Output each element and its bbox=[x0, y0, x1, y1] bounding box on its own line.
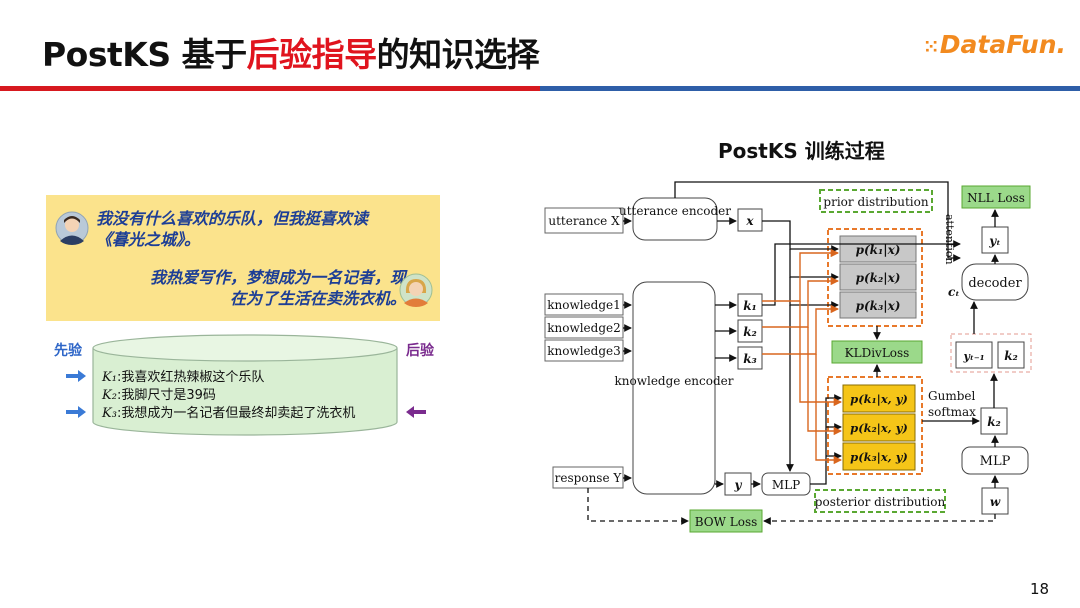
knowledge-var-1: K₁ bbox=[102, 370, 117, 385]
knowledge-item-1: K₁:我喜欢红热辣椒这个乐队 bbox=[102, 366, 264, 385]
title-prefix: PostKS 基于 bbox=[42, 35, 247, 74]
dialogue-panel bbox=[46, 195, 440, 321]
orange-arrows bbox=[762, 248, 843, 465]
responder-avatar-icon bbox=[399, 273, 433, 307]
gumbel-label-1: Gumbel bbox=[928, 389, 975, 403]
k2-decoder-input-box bbox=[997, 341, 1025, 369]
k3-vector-label: k₃ bbox=[743, 352, 757, 366]
logo-text: DataFun. bbox=[939, 30, 1066, 59]
knowledge1-label: knowledge1 bbox=[547, 298, 621, 312]
posterior-prob-1-label: p(k₁|x, y) bbox=[850, 392, 908, 406]
prior-prob-1 bbox=[839, 235, 917, 263]
w-label: w bbox=[990, 495, 1001, 509]
prior-prob-3-label: p(k₃|x) bbox=[856, 299, 901, 313]
mlp-right-label: MLP bbox=[980, 454, 1011, 469]
k2-vector-label: k₂ bbox=[743, 325, 757, 339]
prior-prob-2 bbox=[839, 263, 917, 291]
utterance-input-label: utterance X bbox=[548, 214, 620, 228]
decoder-label: decoder bbox=[968, 276, 1022, 291]
bow-dashed-arrows bbox=[587, 488, 996, 525]
k2-vector-box bbox=[737, 319, 763, 343]
nll-loss-label: NLL Loss bbox=[967, 191, 1025, 205]
posterior-prob-3 bbox=[842, 442, 916, 471]
knowledge-text-3: :我想成为一名记者但最终却卖起了洗衣机 bbox=[116, 406, 356, 421]
posterior-prob-2-label: p(k₂|x, y) bbox=[850, 421, 908, 435]
datafun-logo: ⁙DataFun. bbox=[924, 30, 1066, 59]
header-rule-red bbox=[0, 86, 540, 91]
posterior-prob-3-label: p(k₃|x, y) bbox=[850, 450, 908, 464]
knowledge-encoder-box bbox=[632, 281, 716, 495]
utterance-input-box bbox=[544, 207, 624, 234]
x-vector-box bbox=[737, 208, 763, 232]
yt-label: yₜ bbox=[988, 234, 1000, 248]
posterior-arrow-icon bbox=[406, 406, 426, 418]
y-t-minus-1-box bbox=[955, 341, 993, 369]
header-rule-blue bbox=[540, 86, 1080, 91]
mlp-left-label: MLP bbox=[772, 478, 800, 492]
kl-div-loss-box bbox=[831, 340, 923, 364]
page-number: 18 bbox=[1030, 580, 1050, 598]
y-vector-label: y bbox=[734, 478, 743, 492]
knowledge2-label: knowledge2 bbox=[547, 321, 621, 335]
title-suffix: 的知识选择 bbox=[376, 35, 540, 74]
slide-title: PostKS 基于后验指导的知识选择 bbox=[42, 28, 540, 76]
knowledge3-label: knowledge3 bbox=[547, 344, 621, 358]
knowledge-var-2: K₂ bbox=[102, 388, 117, 403]
prior-prob-2-label: p(k₂|x) bbox=[856, 271, 901, 285]
knowledge-item-2: K₂:我脚尺寸是39码 bbox=[102, 384, 216, 403]
knowledge-var-3: K₃ bbox=[102, 406, 117, 421]
w-box bbox=[981, 487, 1009, 515]
response-input-label: response Y bbox=[555, 471, 623, 485]
logo-dots-icon: ⁙ bbox=[923, 37, 939, 58]
prior-arrow-icon-3 bbox=[66, 406, 86, 418]
decoder-input-group bbox=[950, 333, 1032, 373]
response-text: 我热爱写作，梦想成为一名记者，现在为了生活在卖洗衣机。 bbox=[149, 268, 406, 308]
posterior-distribution-box bbox=[814, 489, 946, 513]
prior-distribution-box bbox=[819, 189, 933, 213]
bow-loss-label: BOW Loss bbox=[695, 515, 758, 529]
posterior-prob-2 bbox=[842, 413, 916, 442]
knowledge-item-3: K₃:我想成为一名记者但最终却卖起了洗衣机 bbox=[102, 402, 355, 421]
attention-label: attention bbox=[943, 214, 956, 265]
yt-box bbox=[981, 226, 1009, 254]
k1-vector-label: k₁ bbox=[743, 299, 757, 313]
kl-div-loss-label: KLDivLoss bbox=[845, 346, 910, 360]
posterior-prob-1 bbox=[842, 384, 916, 413]
black-arrows bbox=[623, 181, 999, 488]
posterior-label: 后验 bbox=[406, 343, 434, 359]
prior-distribution-label: prior distribution bbox=[823, 195, 928, 209]
y-t-minus-1-label: yₜ₋₁ bbox=[962, 350, 984, 363]
k2-decoder-input-label: k₂ bbox=[1004, 349, 1018, 363]
bow-loss-box bbox=[689, 509, 763, 533]
ct-label: cₜ bbox=[948, 285, 960, 299]
posterior-distribution-label: posterior distribution bbox=[815, 495, 946, 509]
diagram-title: PostKS 训练过程 bbox=[718, 139, 885, 163]
k3-vector-box bbox=[737, 346, 763, 370]
knowledge-text-2: :我脚尺寸是39码 bbox=[116, 388, 216, 403]
prior-label: 先验 bbox=[54, 343, 82, 359]
prior-arrow-icon-1 bbox=[66, 370, 86, 382]
knowledge-text-1: :我喜欢红热辣椒这个乐队 bbox=[116, 370, 265, 385]
utterance-text: 我没有什么喜欢的乐队，但我挺喜欢读《暮光之城》。 bbox=[96, 209, 369, 249]
knowledge-encoder-label: knowledge encoder bbox=[614, 374, 733, 388]
knowledge-base-cylinder bbox=[92, 334, 398, 436]
k2-selected-label: k₂ bbox=[987, 415, 1001, 429]
gumbel-label-2: softmax bbox=[928, 405, 976, 419]
user-avatar-icon bbox=[55, 211, 89, 245]
x-vector-label: x bbox=[745, 214, 754, 228]
prior-prob-3 bbox=[839, 291, 917, 319]
utterance-encoder-label: utterance encoder bbox=[619, 204, 731, 218]
nll-loss-box bbox=[961, 185, 1031, 209]
prior-prob-1-label: p(k₁|x) bbox=[856, 243, 901, 257]
title-highlight: 后验指导 bbox=[246, 35, 378, 74]
